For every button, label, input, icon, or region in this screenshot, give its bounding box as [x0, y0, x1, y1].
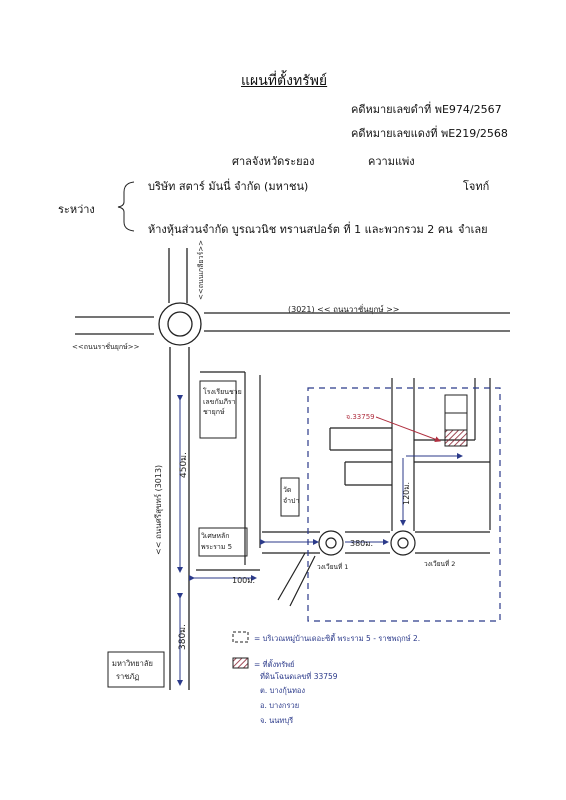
black-case-number: คดีหมายเลขดำที่ พE974/2567 [351, 103, 502, 116]
defendant-role: จำเลย [458, 223, 488, 236]
property-hatched [444, 429, 468, 447]
top-horizontal-road [204, 312, 510, 332]
university-box [107, 651, 165, 688]
upper-vertical-road [168, 248, 188, 303]
legend-hatched-line-4: อ. บางกรวย [260, 701, 299, 710]
legend-hatched-line-1: = ที่ตั้งทรัพย์ [254, 659, 294, 669]
legend-hatched-swatch [232, 657, 249, 669]
school-label: โรงเรียนชาย เลขกัมภีรา ชายุกษ์ [203, 387, 244, 416]
legend-dashed-swatch [232, 631, 249, 643]
distance-450-label: 450ม. [179, 452, 189, 478]
document-title: แผนที่ตั้งทรัพย์ [241, 73, 328, 89]
roundabout-2 [390, 530, 416, 556]
legend-hatched-line-2: ที่ดินโฉนดเลขที่ 33759 [260, 671, 338, 681]
road-upper-label: <<ถนนเกลียวร์>> [197, 240, 205, 300]
defendant-name: ห้างหุ้นส่วนจำกัด บูรณวนิช ทรานสปอร์ต ที… [148, 223, 453, 236]
temple-box [280, 477, 300, 517]
distance-120-label: 120ม. [402, 482, 411, 505]
roundabout-top [158, 302, 202, 346]
road-left-label: <<ถนนราชั่นยุกษ์>> [72, 342, 140, 351]
plaintiff-role: โจทก์ [463, 180, 490, 193]
middle-road [262, 531, 490, 607]
market-box [198, 527, 248, 557]
temple-label: วัด จำปา [283, 486, 299, 505]
legend-hatched-line-3: ต. บางกุ้นทอง [260, 686, 305, 695]
market-label: วิเศษหลัก พระราม 5 [201, 532, 232, 551]
brace [117, 181, 135, 232]
between-label: ระหว่าง [58, 203, 95, 216]
property-block [444, 394, 468, 431]
case-type: ความแพ่ง [368, 155, 415, 168]
block-road [196, 371, 261, 571]
village-roads [329, 378, 491, 531]
distance-380b-label: 380ม. [350, 539, 373, 548]
roundabout-2-label: วงเวียนที่ 2 [424, 559, 455, 568]
court-name: ศาลจังหวัดระยอง [232, 155, 315, 168]
left-horizontal-road [75, 316, 154, 335]
school-box [199, 380, 237, 439]
distance-100-label: 100ม. [232, 576, 255, 585]
roundabout-1-label: วงเวียนที่ 1 [317, 562, 348, 571]
legend-hatched-line-5: จ. นนทบุรี [260, 716, 293, 725]
plaintiff-name: บริษัท สตาร์ มันนี่ จำกัด (มหาชน) [148, 180, 309, 193]
road-top-label: (3021) << ถนนวาชั่นยุกษ์ >> [288, 303, 400, 314]
road-main-label: << ถนนศรีสุขทร์ (3013) [153, 465, 163, 555]
legend-dashed-text: = บริเวณหมู่บ้านเดอะซิตี้ พระราม 5 - ราช… [254, 633, 420, 643]
parcel-label: จ.33759 [346, 413, 375, 421]
parcel-pointer [375, 416, 441, 443]
distance-380-label: 380ม. [178, 624, 188, 650]
university-label: มหาวิทยาลัย ราชภัฏ [112, 659, 155, 681]
roundabout-1 [318, 530, 344, 556]
red-case-number: คดีหมายเลขแดงที่ พE219/2568 [351, 127, 508, 140]
village-boundary [307, 387, 501, 622]
main-vertical-road [169, 347, 190, 690]
